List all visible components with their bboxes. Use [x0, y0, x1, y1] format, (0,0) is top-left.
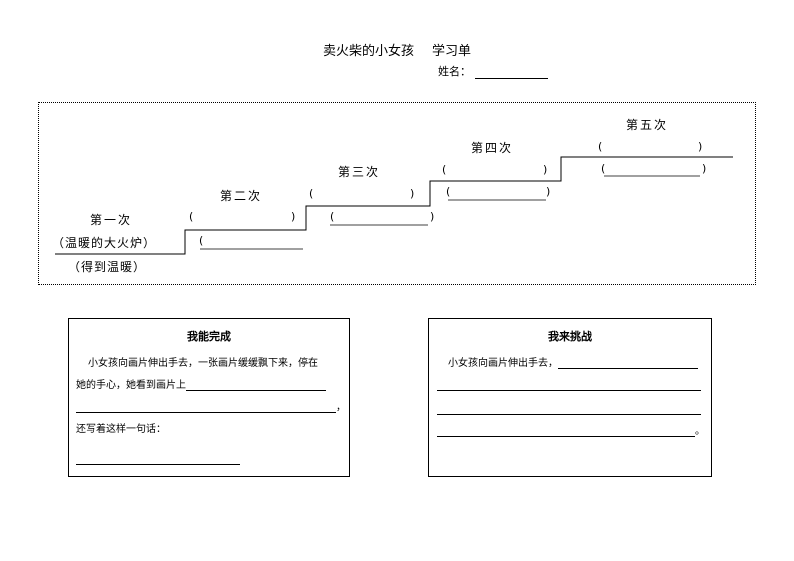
title-main: 卖火柴的小女孩	[322, 44, 414, 59]
card-left-comma: ，	[336, 402, 346, 413]
card-right-blank4[interactable]	[437, 422, 695, 437]
card-left-line3: 还写着这样一句话：	[76, 424, 166, 435]
card-left-title: 我能完成	[187, 330, 231, 343]
card-right-blank2[interactable]	[437, 376, 701, 391]
step3-paren-a-close: )	[410, 187, 415, 200]
card-right-row2	[437, 375, 701, 397]
card-right-row1: 小女孩向画片伸出手去，	[448, 353, 698, 375]
step4-paren-b-open: (	[446, 185, 451, 198]
step5-label: 第五次	[626, 118, 669, 132]
card-left-row3: ，	[76, 397, 346, 419]
stair-diagram-frame	[38, 102, 756, 285]
step3-label: 第三次	[338, 165, 381, 179]
step5-paren-b-close: )	[702, 162, 707, 175]
step3-paren-b-close: )	[430, 210, 435, 223]
card-right-period: 。	[695, 426, 705, 437]
step5-paren-a-open: (	[598, 140, 603, 153]
step5-paren-b-open: (	[601, 162, 606, 175]
staircase-line	[55, 156, 733, 255]
card-i-challenge: 我来挑战 小女孩向画片伸出手去， 。	[428, 318, 712, 477]
step2-paren-a-open: (	[189, 210, 194, 223]
name-label: 姓名：	[438, 65, 471, 78]
worksheet-title: 卖火柴的小女孩 学习单	[0, 40, 794, 59]
step4-paren-a-close: )	[543, 163, 548, 176]
step3-paren-a-open: (	[309, 187, 314, 200]
step2-paren-a-close: )	[291, 210, 296, 223]
step4-paren-b-close: )	[546, 185, 551, 198]
card-i-can-complete: 我能完成 小女孩向画片伸出手去，一张画片缓缓飘下来，停在 她的手心，她看到画片上…	[68, 318, 350, 477]
step1-paren-b: （得到温暖）	[68, 260, 147, 274]
step1-label: 第一次	[90, 213, 133, 227]
card-left-blank1[interactable]	[186, 376, 326, 391]
name-row: 姓名：	[438, 63, 548, 79]
card-left-line1: 小女孩向画片伸出手去，一张画片缓缓飘下来，停在	[88, 358, 318, 369]
step5-paren-a-close: )	[698, 140, 703, 153]
card-left-line2: 她的手心，她看到画片上	[76, 380, 186, 391]
name-blank[interactable]	[475, 67, 548, 79]
card-right-blank3[interactable]	[437, 400, 701, 415]
card-right-line1: 小女孩向画片伸出手去，	[448, 358, 558, 369]
card-right-row4: 。	[437, 421, 705, 443]
title-sub: 学习单	[432, 44, 472, 59]
card-left-blank3[interactable]	[76, 450, 240, 465]
card-right-blank1[interactable]	[558, 354, 698, 369]
card-left-row2: 她的手心，她看到画片上	[76, 375, 326, 397]
card-right-row3	[437, 399, 701, 421]
card-left-row5	[76, 443, 240, 465]
step2-paren-b-open: (	[199, 234, 204, 247]
step4-label: 第四次	[471, 141, 514, 155]
step2-label: 第二次	[220, 189, 263, 203]
step4-paren-a-open: (	[442, 163, 447, 176]
card-left-blank2[interactable]	[76, 398, 336, 413]
step1-paren-a: （温暖的大火炉）	[52, 236, 157, 250]
step3-paren-b-open: (	[330, 210, 335, 223]
card-right-title: 我来挑战	[548, 330, 592, 343]
